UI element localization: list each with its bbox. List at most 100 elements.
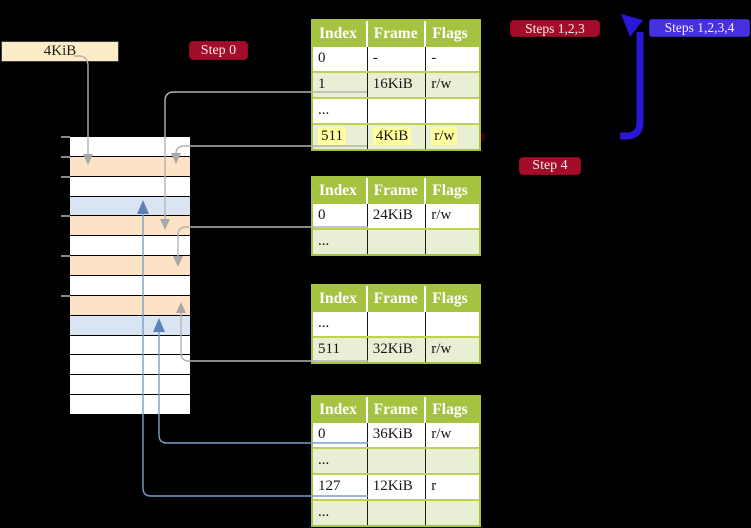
cell-index: 511 <box>313 125 368 149</box>
cell-index: ... <box>313 449 368 473</box>
memory-frame-white <box>70 137 190 156</box>
column-header-frame: Frame <box>368 286 427 312</box>
memory-frame-white <box>70 395 190 415</box>
memory-frame-blue <box>70 196 190 216</box>
highlight: 511 <box>318 127 346 145</box>
column-header-flags: Flags <box>432 25 468 42</box>
cell-flags: r/w <box>426 125 479 149</box>
badge-step-4: Step 4 <box>519 157 581 175</box>
address-tick <box>61 215 70 217</box>
page-table-3: Index Frame Flags ... 511 32KiB r/w <box>311 284 481 364</box>
cell-flags <box>426 449 479 473</box>
cell-frame: 32KiB <box>368 338 427 362</box>
page-size-label: 4KiB <box>1 41 119 62</box>
memory-frame-white <box>70 355 190 375</box>
column-header-flags: Flags <box>432 401 468 418</box>
memory-frame-white <box>70 375 190 395</box>
memory-frame-peach <box>70 295 190 315</box>
cell-index: 0 <box>313 204 368 228</box>
cell-frame: 24KiB <box>368 204 427 228</box>
table-header-row: Index Frame Flags <box>313 178 479 204</box>
memory-frame-white <box>70 236 190 256</box>
table-row: ... <box>313 499 479 525</box>
cell-index: 0 <box>313 47 368 71</box>
big-blue-arrowhead <box>621 14 643 37</box>
cell-frame: 36KiB <box>368 423 427 447</box>
table-row: ... <box>313 312 479 336</box>
address-tick <box>61 295 70 297</box>
address-tick <box>61 176 70 178</box>
column-header-frame: Frame <box>368 21 427 47</box>
cell-frame: 4KiB <box>368 125 427 149</box>
table-row: ... <box>313 228 479 254</box>
highlight: r/w <box>431 127 458 145</box>
cell-frame: - <box>368 47 427 71</box>
column-header-frame: Frame <box>368 397 427 423</box>
memory-frame-blue <box>70 315 190 335</box>
table-row: 0 36KiB r/w <box>313 423 479 447</box>
memory-frame-white <box>70 276 190 295</box>
column-header-index: Index <box>313 21 368 47</box>
cell-frame <box>368 99 427 123</box>
cell-index: ... <box>313 99 368 123</box>
column-header-flags: Flags <box>432 182 468 199</box>
memory-strip <box>70 137 190 415</box>
memory-frame-peach <box>70 216 190 236</box>
address-tick <box>61 136 70 138</box>
cell-index: 127 <box>313 475 368 499</box>
cell-index: ... <box>313 501 368 525</box>
memory-frame-white <box>70 335 190 355</box>
page-table-2: Index Frame Flags 0 24KiB r/w ... <box>311 176 481 256</box>
table-row: 511 32KiB r/w <box>313 336 479 362</box>
table-row: 0 24KiB r/w <box>313 204 479 228</box>
cell-frame: 12KiB <box>368 475 427 499</box>
table-row: 0 - - <box>313 47 479 71</box>
table-row: ... <box>313 97 479 123</box>
cell-flags: r/w <box>431 76 452 92</box>
table-row: 127 12KiB r <box>313 473 479 499</box>
cell-flags <box>426 312 479 336</box>
table-header-row: Index Frame Flags <box>313 21 479 47</box>
memory-frame-white <box>70 176 190 196</box>
table-row-highlighted: 511 4KiB r/w <box>313 123 479 149</box>
badge-steps-1-2-3-4: Steps 1,2,3,4 <box>649 19 750 37</box>
dark-mark <box>481 133 485 141</box>
column-header-frame: Frame <box>368 178 427 204</box>
table-row: 1 16KiB r/w <box>313 71 479 97</box>
big-blue-loop-arrow <box>620 32 644 140</box>
cell-index: 0 <box>313 423 368 447</box>
cell-flags: r/w <box>431 426 452 442</box>
page-table-1: Index Frame Flags 0 - - 1 16KiB r/w ... … <box>311 19 481 151</box>
column-header-flags: Flags <box>432 290 468 307</box>
cell-index: 1 <box>313 73 368 97</box>
memory-frame-peach <box>70 156 190 176</box>
cell-index: ... <box>313 312 368 336</box>
badge-step-0: Step 0 <box>189 41 248 60</box>
table-header-row: Index Frame Flags <box>313 286 479 312</box>
cell-frame: 16KiB <box>368 73 427 97</box>
cell-flags <box>426 99 479 123</box>
cell-flags: r/w <box>431 341 452 357</box>
cell-flags <box>426 501 479 525</box>
cell-flags: r <box>431 478 437 494</box>
cell-index: 511 <box>313 338 368 362</box>
memory-frame-peach <box>70 256 190 276</box>
table-row: ... <box>313 447 479 473</box>
column-header-index: Index <box>313 178 368 204</box>
cell-index: ... <box>313 230 368 254</box>
table-header-row: Index Frame Flags <box>313 397 479 423</box>
page-table-4: Index Frame Flags 0 36KiB r/w ... 127 12… <box>311 395 481 527</box>
column-header-index: Index <box>313 286 368 312</box>
address-tick <box>61 255 70 257</box>
badge-steps-1-2-3: Steps 1,2,3 <box>510 20 600 37</box>
highlight: 4KiB <box>372 127 412 145</box>
cell-flags: - <box>431 50 437 66</box>
cell-flags <box>426 230 479 254</box>
column-header-index: Index <box>313 397 368 423</box>
cell-frame <box>368 449 427 473</box>
cell-frame <box>368 230 427 254</box>
cell-flags: r/w <box>431 207 452 223</box>
cell-frame <box>368 501 427 525</box>
cell-frame <box>368 312 427 336</box>
